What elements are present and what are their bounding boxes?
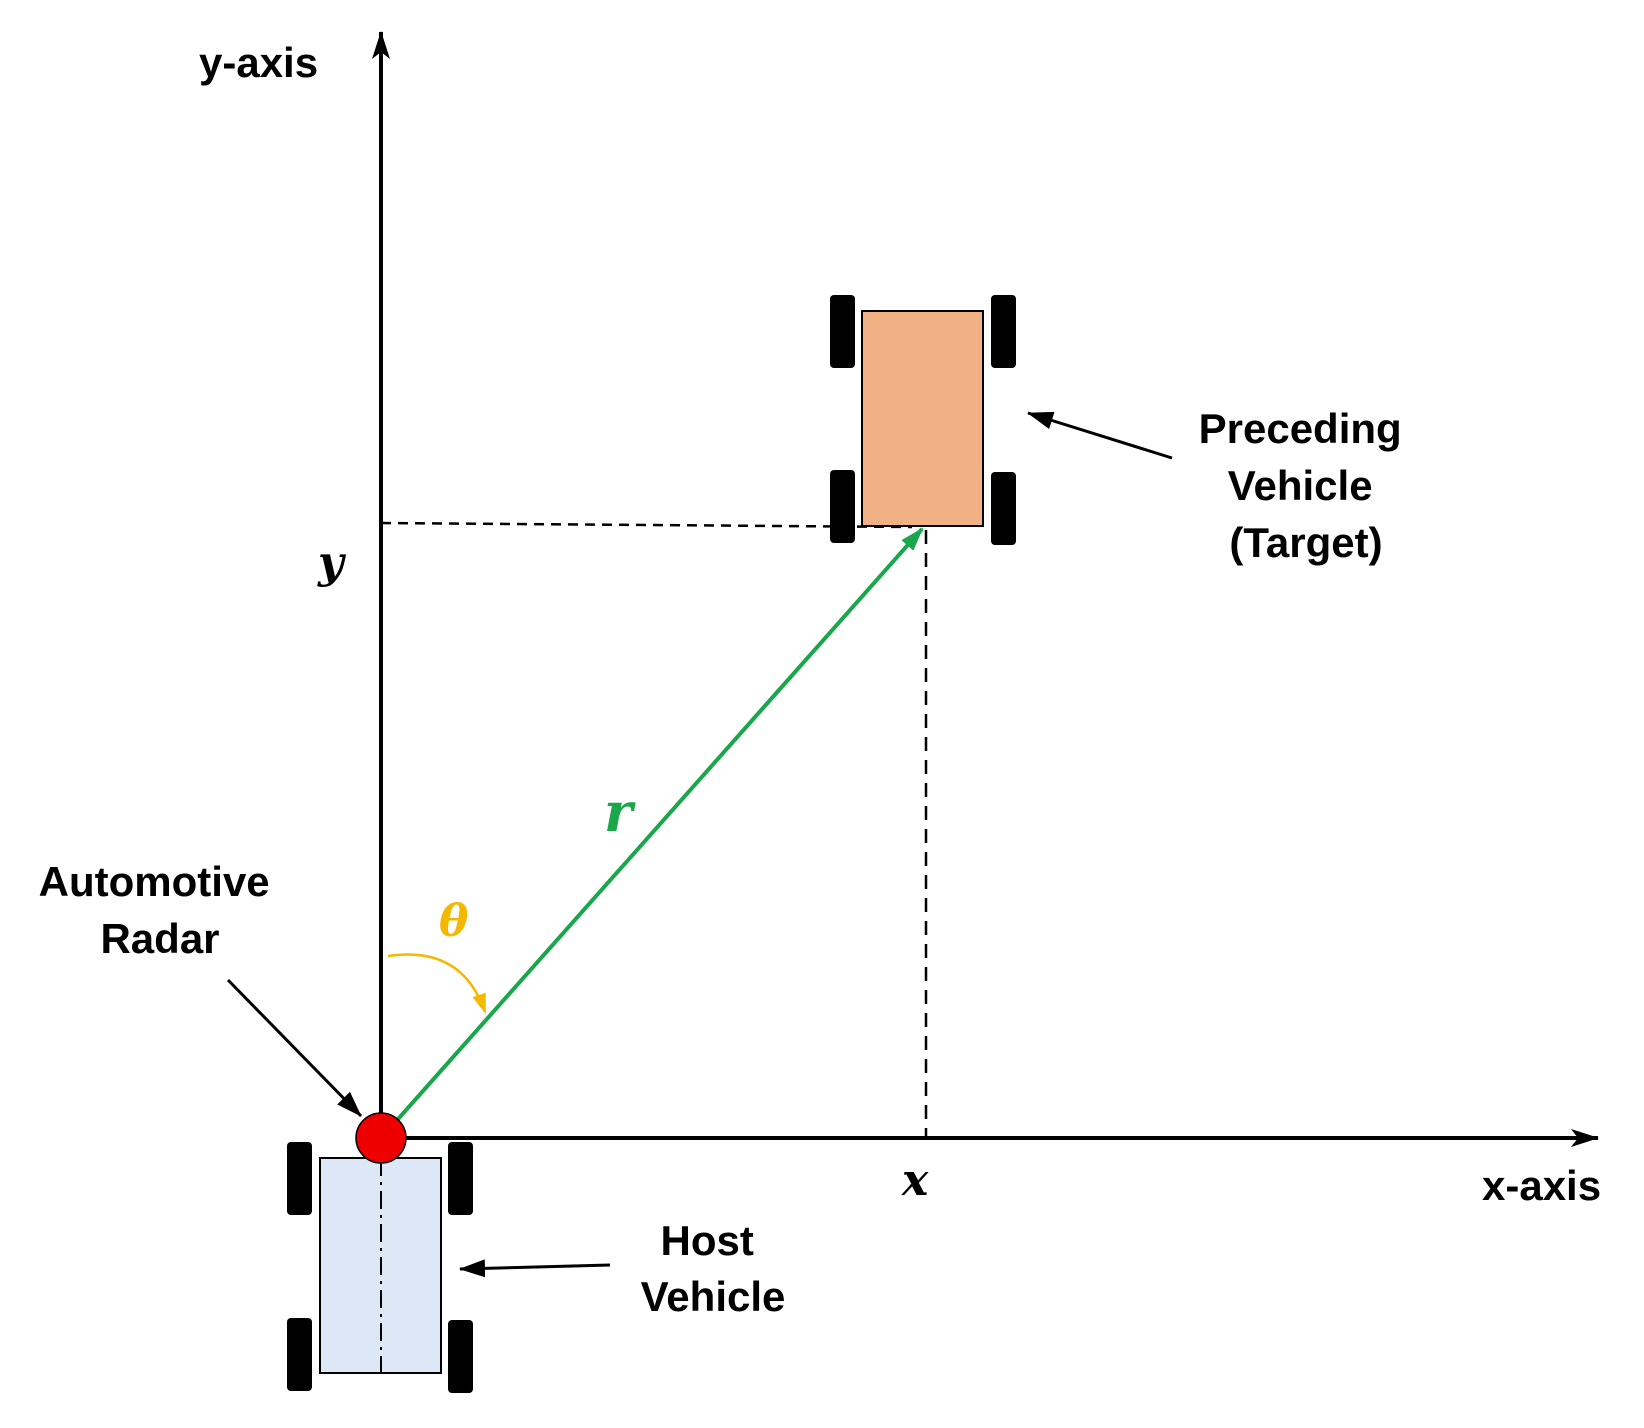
radar-pointer-arrow: [226, 978, 363, 1118]
x-coordinate-label: x: [901, 1155, 929, 1206]
preceding-label-line-3: (Target): [1229, 519, 1382, 566]
target-wheel-rear-right: [991, 472, 1016, 545]
angle-label: θ: [439, 896, 469, 947]
host-wheel-front-left: [287, 1142, 312, 1215]
preceding-label-line-2: Vehicle: [1228, 462, 1373, 509]
host-vehicle: [287, 1142, 473, 1393]
y-axis-label: y-axis: [199, 39, 318, 86]
preceding-vehicle-label: Preceding Vehicle (Target): [1199, 405, 1414, 566]
preceding-pointer-arrow: [1027, 411, 1173, 460]
host-label-line-2: Vehicle: [641, 1273, 786, 1320]
angle-arc: [387, 953, 487, 1014]
y-coordinate-label: y: [317, 537, 347, 588]
target-wheel-front-left: [830, 295, 855, 368]
y-projection-line: [380, 521, 913, 529]
target-wheel-rear-left: [830, 470, 855, 543]
preceding-vehicle: [830, 295, 1016, 545]
host-pointer-arrow: [459, 1259, 611, 1278]
host-wheel-front-right: [448, 1142, 473, 1215]
range-label: r: [604, 780, 636, 844]
range-vector: [389, 527, 924, 1129]
radar-label-line-2: Radar: [100, 915, 219, 962]
host-wheel-rear-left: [287, 1318, 312, 1391]
target-wheel-front-right: [991, 295, 1016, 368]
radar-label-line-1: Automotive: [39, 858, 270, 905]
host-vehicle-label: Host Vehicle: [641, 1217, 786, 1320]
target-body: [861, 310, 984, 527]
host-label-line-1: Host: [660, 1217, 753, 1264]
x-axis-label: x-axis: [1482, 1162, 1601, 1209]
radar-dot: [355, 1112, 407, 1164]
radar-label: Automotive Radar: [39, 858, 282, 962]
host-wheel-rear-right: [448, 1320, 473, 1393]
preceding-label-line-1: Preceding: [1199, 405, 1402, 452]
